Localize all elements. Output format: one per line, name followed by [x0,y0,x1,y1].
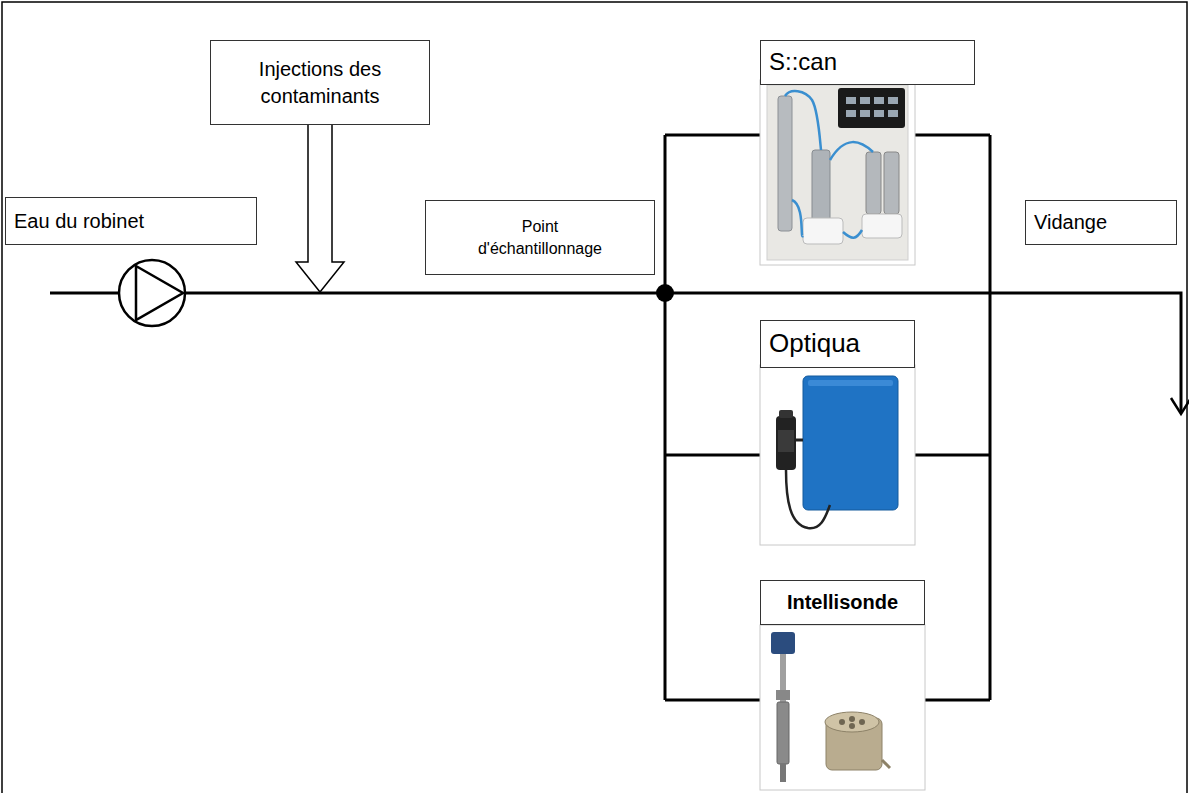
label-box: Eau du robinet [5,197,257,245]
label-box: Intellisonde [760,580,925,625]
label-box: S::can [760,40,975,85]
injection-arrow [296,125,344,292]
sampling-point-dot [656,284,674,302]
scan-device-picture [760,80,915,265]
label-text: Point d'échantillonnage [460,216,620,259]
drain-arrowhead [1171,398,1189,414]
label-text: Intellisonde [787,589,898,616]
label-text: Eau du robinet [14,208,144,235]
label-box: Optiqua [760,320,915,368]
label-text: S::can [769,46,837,78]
pump-symbol [119,260,185,326]
label-text: Injections des contaminants [220,56,420,110]
label-box: Injections des contaminants [210,40,430,125]
intellisonde-device-picture [760,625,925,790]
optiqua-device-picture [760,365,915,545]
label-text: Optiqua [769,326,860,361]
main-pipe [50,293,1181,412]
label-box: Point d'échantillonnage [425,200,655,275]
label-box: Vidange [1025,200,1177,245]
branch-pipes [665,135,990,700]
label-text: Vidange [1034,209,1107,236]
